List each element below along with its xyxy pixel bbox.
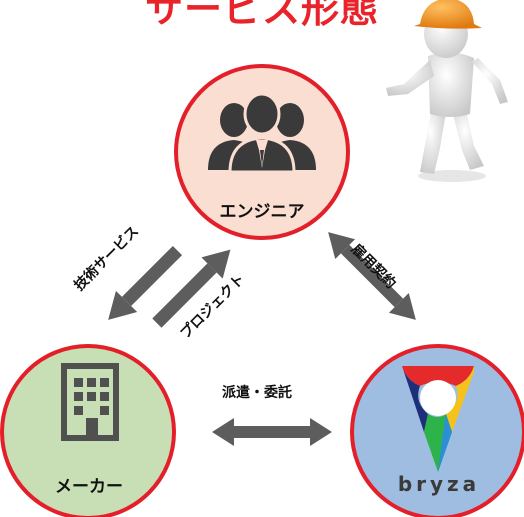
arrow-tech-service <box>108 245 183 320</box>
node-engineer <box>174 64 350 240</box>
people-icon <box>208 92 316 174</box>
engineer-label: エンジニア <box>219 202 305 222</box>
arrow-dispatch <box>212 418 332 446</box>
bryza-label: bryza <box>397 472 481 496</box>
arrow-employment <box>328 232 416 320</box>
bryza-logo-icon <box>402 366 474 472</box>
node-maker <box>0 344 176 517</box>
dispatch-label: 派遣・委託 <box>222 385 292 401</box>
building-icon <box>61 363 119 441</box>
page-title: サービス形態 <box>144 0 379 31</box>
worker-figure-icon <box>386 0 508 182</box>
arrow-project <box>152 249 231 328</box>
node-bryza <box>350 344 524 517</box>
maker-label: メーカー <box>55 477 123 497</box>
arrows <box>108 232 416 446</box>
